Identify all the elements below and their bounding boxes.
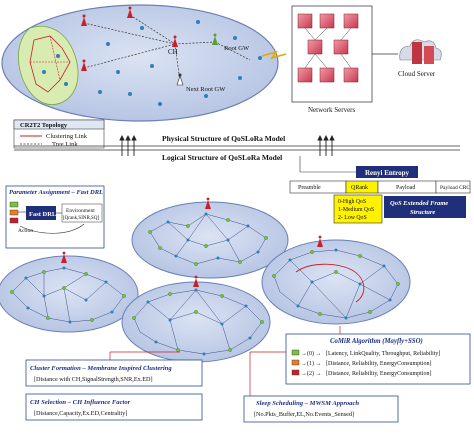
environment-params: [Qrank,SINR,SQ] bbox=[63, 216, 99, 221]
logical-structure-label: Logical Structure of QoSLoRa Model bbox=[162, 153, 282, 162]
tree-link-label: Tree Link bbox=[52, 141, 78, 148]
frame-field-qrank: QRank bbox=[351, 185, 368, 191]
root-gw-label: Root GW bbox=[224, 45, 250, 52]
comir-priority-icons bbox=[291, 349, 300, 376]
frame-field-payload: Payload bbox=[396, 185, 415, 191]
qos-extended-label-1: QoS Extended Frame bbox=[390, 200, 448, 207]
action-label: Action bbox=[18, 228, 33, 234]
comir-row-2-code: →(2) → bbox=[301, 370, 322, 377]
qos-extended-box bbox=[384, 196, 466, 218]
qos-level-medium: 1-Medium QoS bbox=[338, 207, 374, 213]
cluster-formation-panel bbox=[25, 359, 203, 387]
fast-drl-label: Fast DRL bbox=[29, 211, 57, 218]
topology-legend-title: CR2T2 Topology bbox=[20, 122, 68, 129]
wireless-link-icon bbox=[261, 50, 287, 60]
fast-drl-box bbox=[26, 206, 56, 220]
cluster-formation-title: Cluster Formation – Membrane Inspired Cl… bbox=[30, 365, 172, 372]
qos-level-low: 2- Low QoS bbox=[338, 215, 367, 221]
sleep-scheduling-title: Sleep Scheduling – MWSM Approach bbox=[256, 400, 359, 407]
logical-cluster-fields bbox=[0, 201, 411, 363]
comir-panel bbox=[285, 333, 471, 385]
sleep-scheduling-params: [No.Pkts_Buffer,EL,No.Events_Sensed] bbox=[254, 411, 354, 418]
frame-fields bbox=[289, 180, 471, 194]
physical-structure-label: Physical Structure of QoSLoRa Model bbox=[162, 134, 285, 143]
ch-label: CH bbox=[168, 48, 178, 56]
cloud-server-icon bbox=[399, 39, 442, 64]
physical-sensor-nodes bbox=[42, 20, 262, 106]
qos-levels-box bbox=[333, 194, 383, 224]
network-servers-icon bbox=[291, 5, 373, 103]
renyi-entropy-box bbox=[356, 166, 418, 178]
environment-label: Environment bbox=[66, 208, 95, 214]
qos-level-high: 0-High QoS bbox=[338, 199, 366, 205]
cluster-formation-params: [Distance with CH,SignalStrength,SNR,Ex.… bbox=[34, 376, 153, 383]
comir-row-2-text: [Distance, Reliability, EnergyConsumptio… bbox=[326, 371, 431, 377]
logical-tower-icon bbox=[61, 197, 323, 287]
ch-selection-panel bbox=[25, 393, 203, 421]
frame-field-preamble: Preamble bbox=[298, 185, 321, 191]
logical-sensor-nodes bbox=[10, 212, 400, 356]
tower-icon bbox=[81, 6, 218, 86]
network-servers-label: Network Servers bbox=[308, 106, 356, 114]
renyi-entropy-title: Renyi Entropy bbox=[365, 169, 410, 177]
ch-selection-params: [Distance,Capacity,Ex.ED,Centrality] bbox=[34, 410, 127, 417]
sleep-scheduling-panel bbox=[243, 395, 399, 423]
comir-row-0-text: [Latency, LinkQuality, Throughput, Relia… bbox=[326, 351, 440, 357]
comir-row-1-code: →(1) → bbox=[301, 360, 322, 367]
comir-row-1-text: [Distance, Reliability, EnergyConsumptio… bbox=[326, 361, 431, 367]
topology-legend bbox=[13, 119, 105, 149]
environment-box bbox=[61, 203, 103, 223]
structure-divider bbox=[14, 134, 460, 156]
frame-field-payload-crc: Payload CRC bbox=[440, 185, 470, 191]
ch-selection-title: CH Selection – CH Influence Factor bbox=[30, 399, 131, 406]
next-root-gw-label: Next Root GW bbox=[186, 86, 226, 93]
comir-title: CoMiR Algorithm (Mayfly+SSO) bbox=[330, 338, 423, 345]
comir-row-0-code: →(0) → bbox=[301, 350, 322, 357]
comir-route-highlight bbox=[295, 263, 365, 303]
physical-tree-links bbox=[83, 14, 251, 83]
clustering-link-label: Clustering Link bbox=[46, 133, 88, 140]
param-panel-title: Parameter Assignment – Fast DRL bbox=[9, 189, 103, 196]
physical-cluster-region bbox=[18, 26, 79, 105]
qos-extended-label-2: Structure bbox=[410, 209, 435, 216]
cloud-server-label: Cloud Server bbox=[398, 70, 436, 78]
